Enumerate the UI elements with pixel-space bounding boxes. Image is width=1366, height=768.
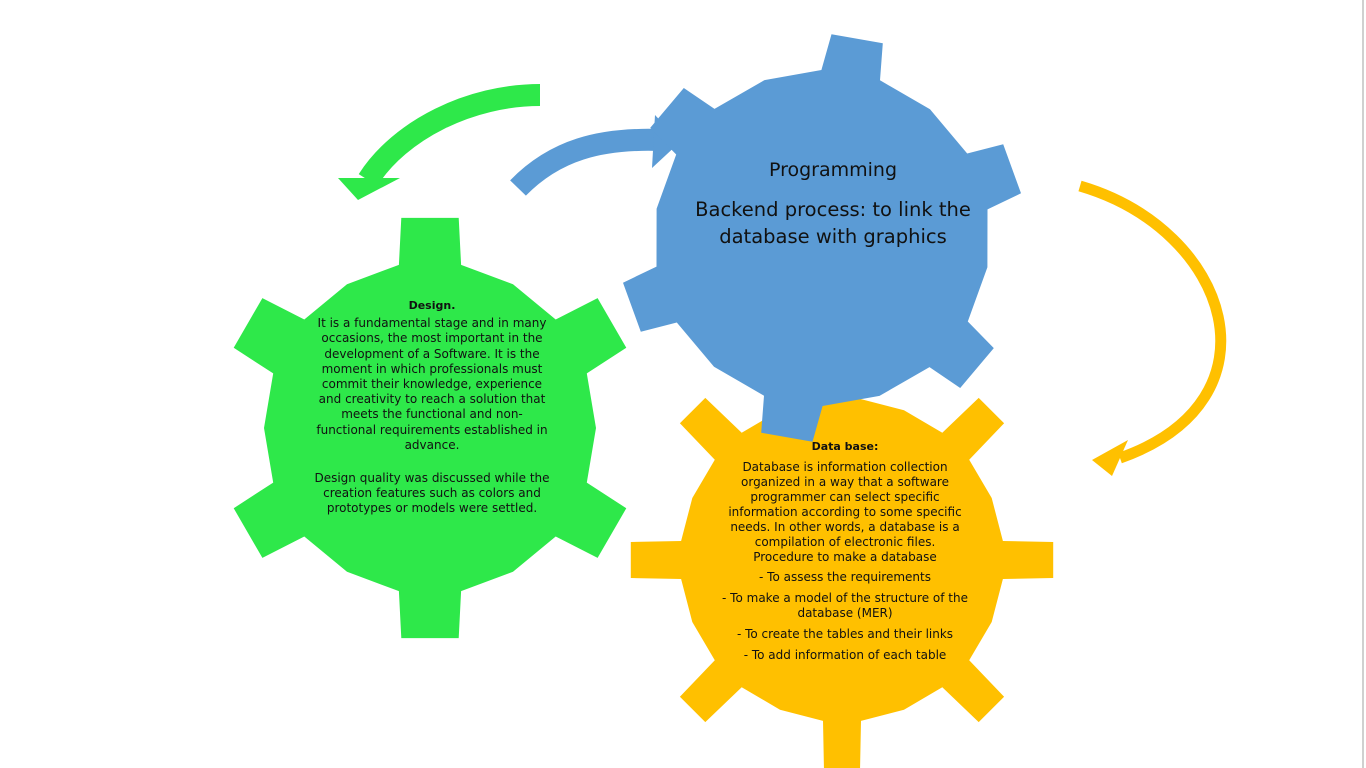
yellow-curved-arrow — [1078, 180, 1227, 476]
design-paragraph-1: It is a fundamental stage and in many oc… — [316, 316, 548, 452]
design-gear — [233, 217, 627, 639]
design-title: Design. — [408, 299, 456, 312]
design-paragraph-2: Design quality was discussed while the c… — [314, 471, 550, 516]
programming-title: Programming — [768, 159, 898, 181]
programming-body: Backend process: to link the database wi… — [695, 198, 971, 248]
database-paragraph: Database is information collection organ… — [728, 460, 962, 549]
programming-gear — [623, 34, 1021, 442]
database-text-block: Data base: Database is information colle… — [716, 439, 974, 663]
database-step: - To add information of each table — [743, 648, 947, 662]
database-step: - To assess the requirements — [759, 570, 931, 584]
programming-text-block: Programming Backend process: to link the… — [690, 156, 976, 250]
green-curved-arrow — [338, 84, 541, 200]
slide-edge-divider — [1362, 0, 1364, 768]
database-step: - To make a model of the structure of th… — [722, 591, 968, 620]
database-gear — [630, 348, 1054, 768]
database-procedure: Procedure to make a database — [753, 550, 937, 564]
design-text-block: Design. It is a fundamental stage and in… — [312, 298, 552, 517]
database-title: Data base: — [811, 440, 879, 453]
database-step: - To create the tables and their links — [736, 627, 954, 641]
